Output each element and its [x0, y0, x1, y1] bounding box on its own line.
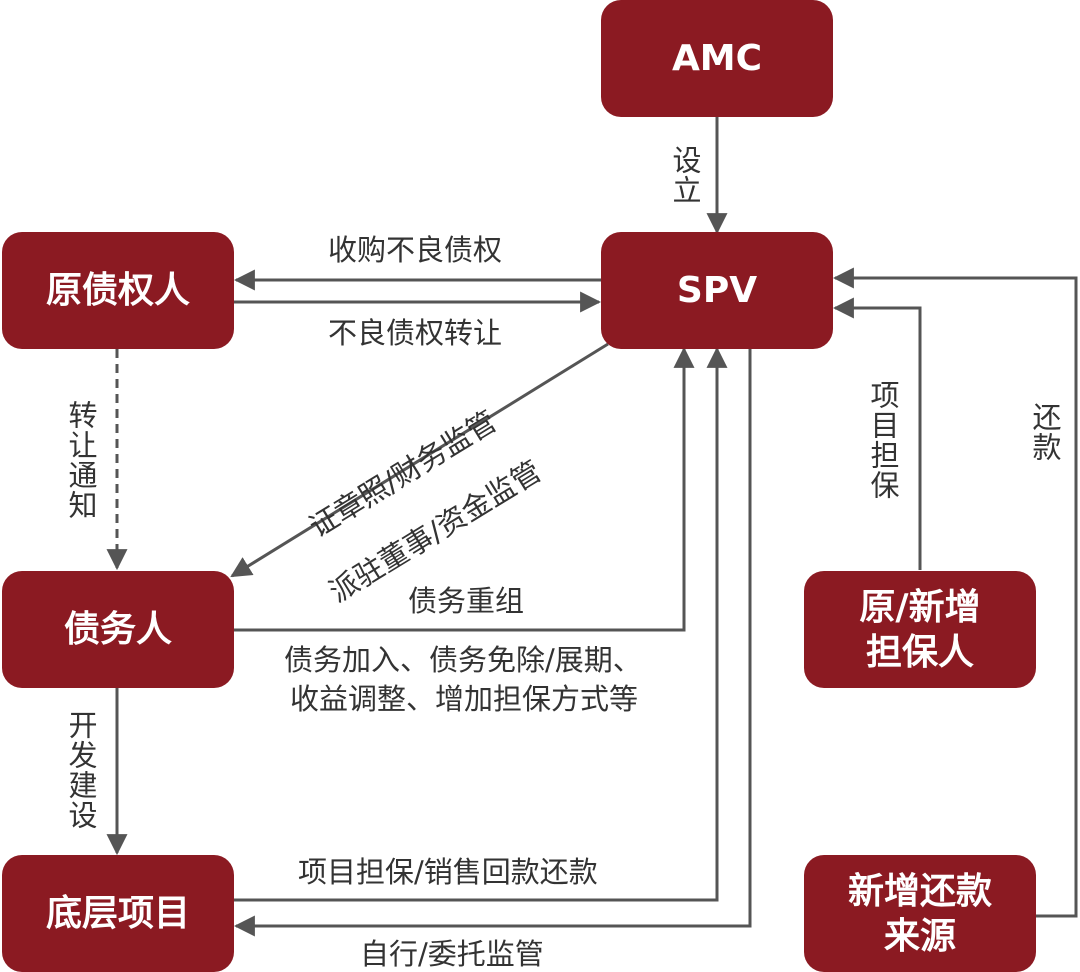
guarantor-label-line1: 原/新增	[859, 586, 981, 628]
underlying-project-label: 底层项目	[45, 893, 190, 934]
guarantor-node: 原/新增 担保人	[804, 571, 1036, 688]
edge-label-npl-transfer: 不良债权转让	[328, 316, 503, 350]
arrow-project-to-spv	[234, 346, 728, 902]
edge-label-debt-restructure: 债务重组	[408, 584, 525, 618]
edge-label-transfer-notice: 转让通知	[64, 400, 98, 520]
edge-label-develop: 开发建设	[64, 710, 98, 830]
amc-label: AMC	[671, 38, 763, 79]
edge-label-repay: 还款	[1028, 402, 1062, 462]
amc-node: AMC	[601, 0, 833, 117]
edge-label-self-supervision: 自行/委托监管	[360, 937, 544, 971]
arrow-guarantor-to-spv	[832, 297, 922, 570]
underlying-project-node: 底层项目	[2, 855, 234, 972]
debtor-label: 债务人	[63, 609, 172, 650]
arrow-source-to-spv	[832, 267, 1078, 918]
arrow-spv-to-debtor	[230, 342, 609, 578]
edge-label-project-repay: 项目担保/销售回款还款	[298, 855, 598, 889]
original-creditor-node: 原债权人	[2, 232, 234, 349]
edge-label-acquire-npl: 收购不良债权	[328, 233, 503, 267]
guarantor-label-line2: 担保人	[865, 631, 974, 673]
spv-label: SPV	[676, 270, 758, 311]
spv-node: SPV	[601, 232, 833, 349]
edge-label-restructure-detail-1: 债务加入、债务免除/展期、	[284, 643, 642, 677]
edge-label-project-guarantee: 项目担保	[866, 380, 900, 500]
edge-label-setup: 设立	[668, 145, 702, 205]
debtor-node: 债务人	[2, 571, 234, 688]
new-source-label-line1: 新增还款	[847, 870, 992, 912]
new-source-label-line2: 来源	[883, 915, 956, 957]
arrow-spv-to-project	[233, 349, 752, 937]
original-creditor-label: 原债权人	[45, 270, 190, 311]
arrow-debtor-to-spv	[234, 346, 695, 632]
new-repayment-source-node: 新增还款 来源	[804, 855, 1036, 972]
edge-label-restructure-detail-2: 收益调整、增加担保方式等	[290, 682, 639, 716]
